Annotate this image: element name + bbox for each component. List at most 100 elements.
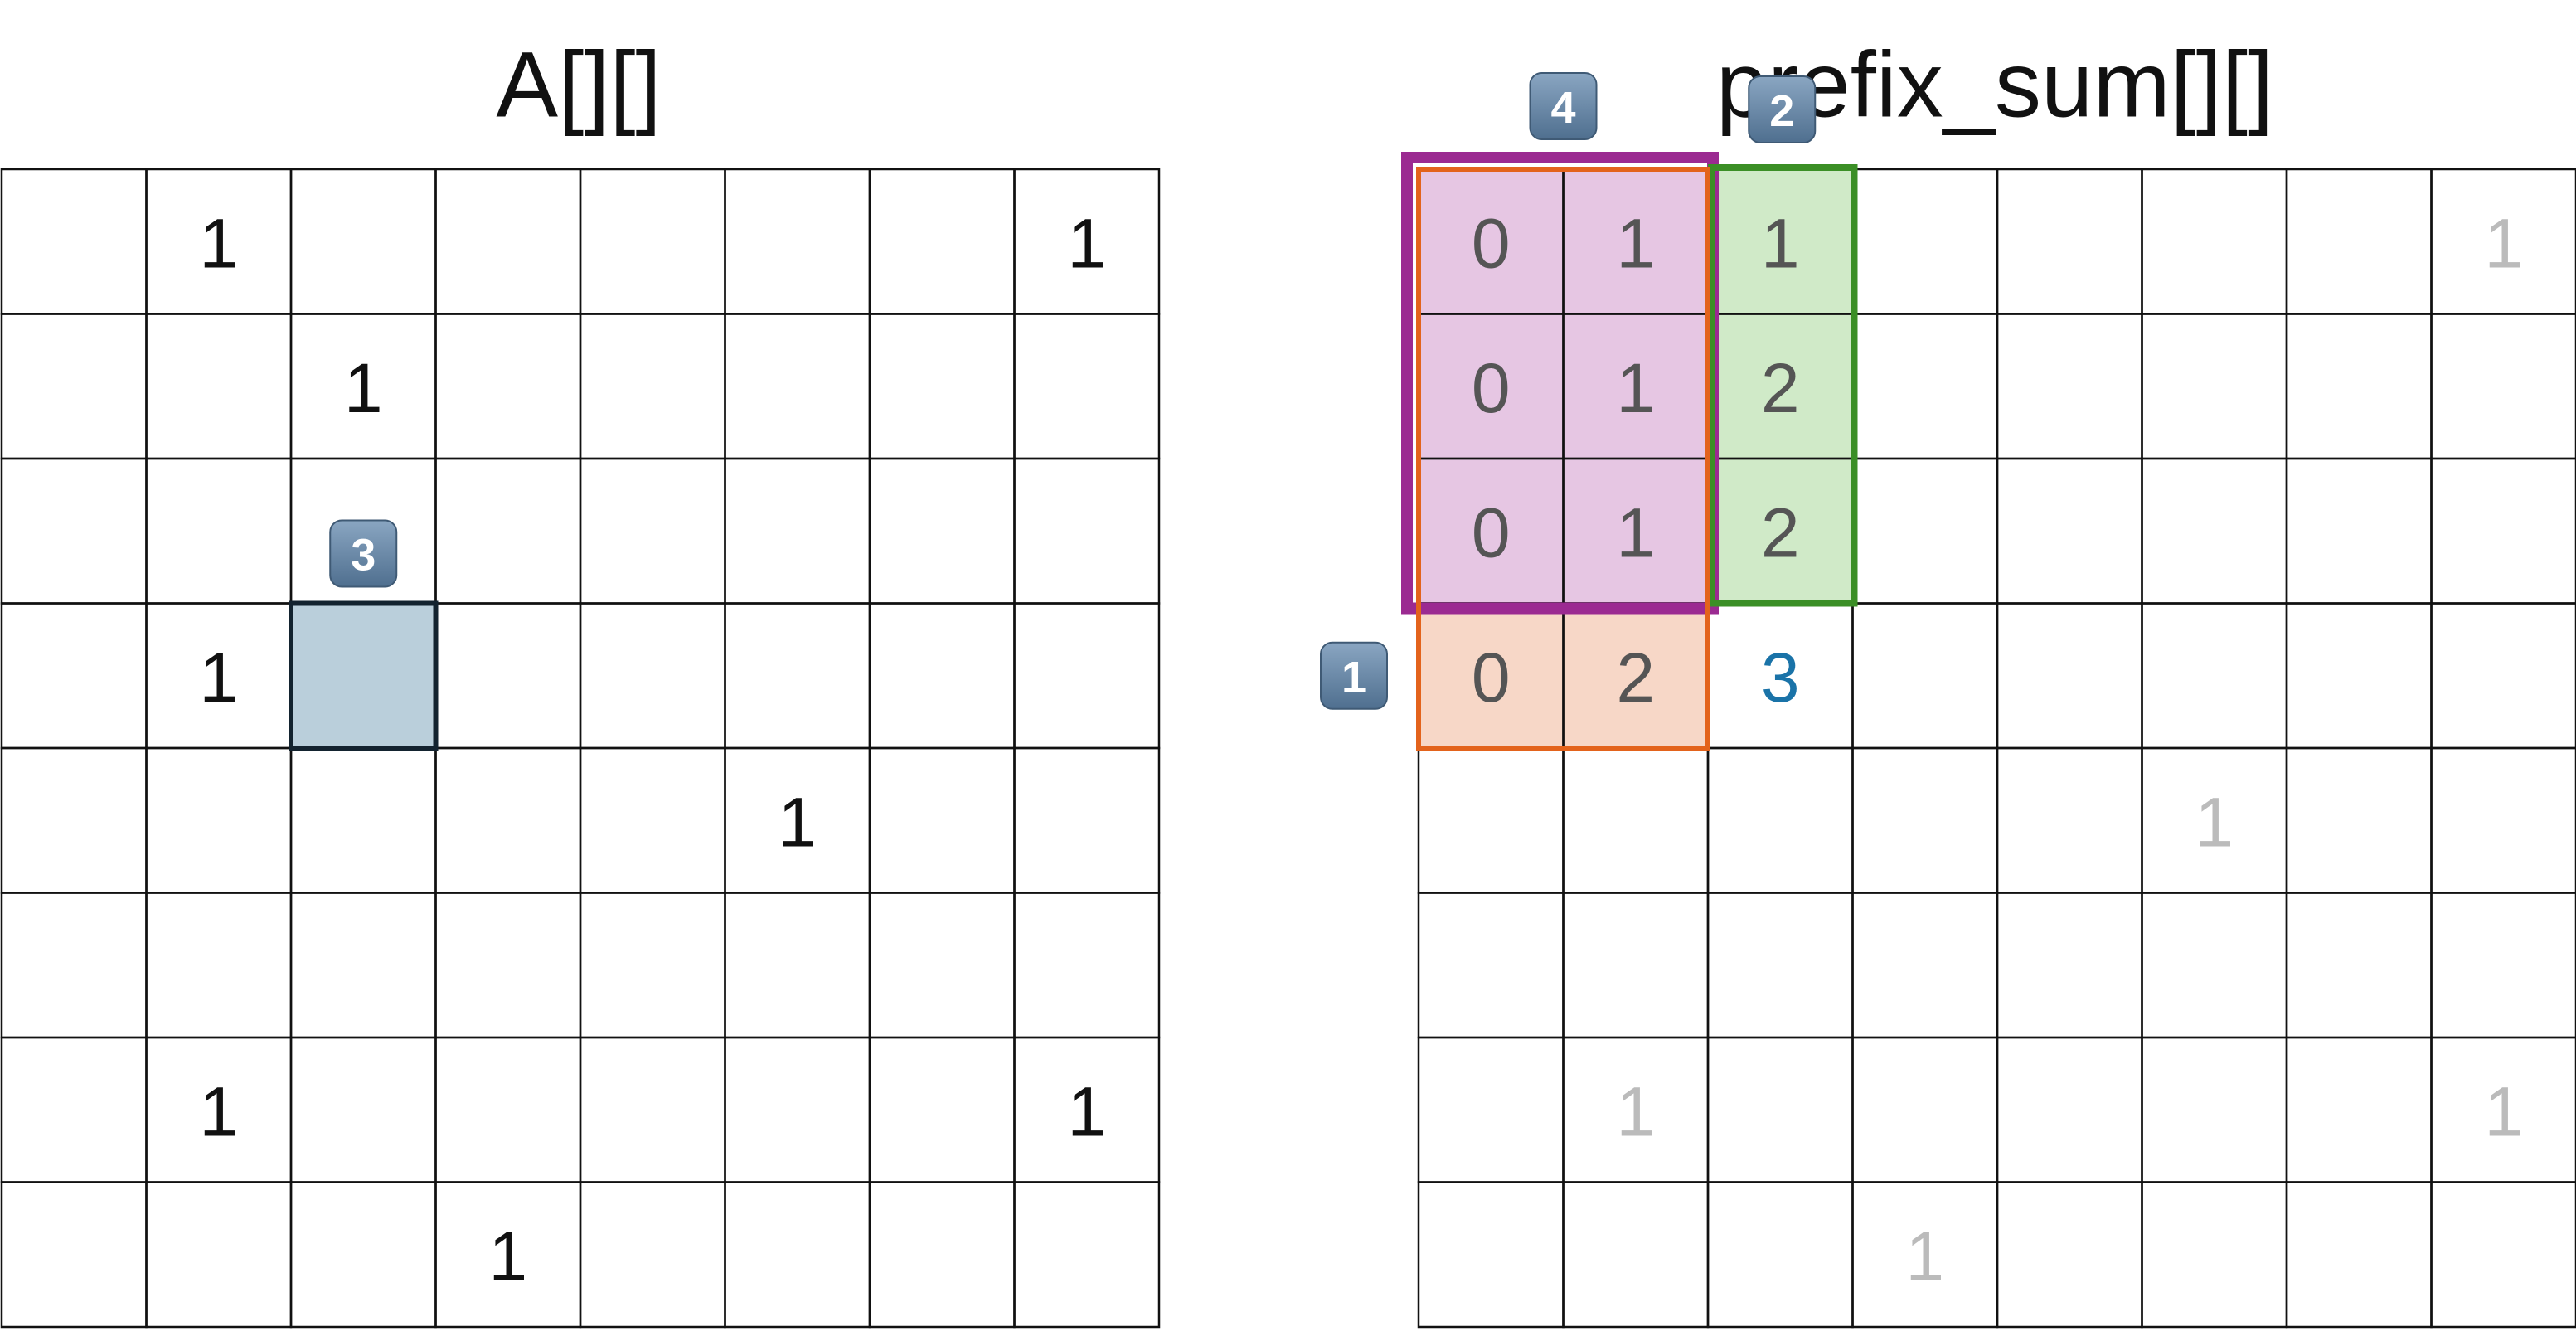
right-cell	[2141, 457, 2288, 605]
right-cell-value: 0	[1472, 349, 1511, 427]
left-cell	[1013, 457, 1161, 605]
left-cell	[434, 313, 582, 460]
step-badge-icon: 3	[329, 519, 398, 588]
right-cell	[2141, 313, 2288, 460]
left-cell	[289, 1036, 437, 1183]
left-cell	[579, 457, 726, 605]
green-region-outline	[1708, 164, 1858, 607]
left-cell	[289, 168, 437, 315]
left-highlight-cell-outline	[289, 600, 439, 751]
left-cell	[145, 457, 293, 605]
right-cell	[2141, 1036, 2288, 1183]
step-badge-label: 4	[1550, 83, 1575, 133]
right-cell	[1851, 746, 1999, 894]
right-cell	[2285, 1181, 2433, 1329]
step-badge-icon: 2	[1748, 75, 1817, 143]
left-cell	[0, 457, 148, 605]
left-cell	[145, 746, 293, 894]
left-grid-title: A[][]	[496, 33, 661, 137]
left-cell	[0, 1036, 148, 1183]
right-cell	[1996, 1036, 2143, 1183]
left-cell	[868, 457, 1016, 605]
left-cell	[579, 313, 726, 460]
left-cell-value: 1	[1067, 204, 1106, 282]
right-cell	[1996, 746, 2143, 894]
right-cell	[1706, 892, 1854, 1039]
left-cell	[0, 1181, 148, 1329]
right-cell-value: 1	[1616, 204, 1655, 282]
left-cell-value: 1	[199, 639, 238, 717]
step-badge-label: 1	[1341, 653, 1366, 702]
right-cell	[1562, 1181, 1710, 1329]
left-cell	[724, 1036, 871, 1183]
left-cell-value: 1	[199, 1072, 238, 1150]
right-cell	[2141, 168, 2288, 315]
right-cell	[1851, 313, 1999, 460]
right-cell-value: 1	[1905, 1217, 1944, 1295]
right-cell	[2430, 1181, 2576, 1329]
left-cell	[868, 602, 1016, 750]
right-cell	[2141, 602, 2288, 750]
left-cell	[868, 1181, 1016, 1329]
right-cell	[1851, 602, 1999, 750]
left-cell	[579, 168, 726, 315]
right-cell	[1851, 457, 1999, 605]
right-cell	[1996, 602, 2143, 750]
right-cell-value: 1	[1616, 349, 1655, 427]
left-cell	[868, 1036, 1016, 1183]
right-cell-value: 0	[1472, 204, 1511, 282]
right-cell	[2285, 313, 2433, 460]
right-cell	[1996, 313, 2143, 460]
left-cell	[868, 313, 1016, 460]
left-cell-value: 1	[778, 783, 817, 861]
right-cell	[2285, 457, 2433, 605]
right-cell	[1562, 892, 1710, 1039]
left-cell	[724, 602, 871, 750]
right-cell	[2430, 602, 2576, 750]
right-cell-value: 2	[1761, 349, 1800, 427]
right-cell	[2430, 457, 2576, 605]
left-highlight-cell-fill	[291, 603, 436, 748]
right-cell-value: 3	[1761, 639, 1800, 717]
left-cell	[0, 602, 148, 750]
right-cell	[2141, 892, 2288, 1039]
right-cell-value: 2	[1616, 639, 1655, 717]
left-cell	[868, 746, 1016, 894]
left-cell	[1013, 892, 1161, 1039]
right-cell	[1996, 1181, 2143, 1329]
right-cell	[2285, 892, 2433, 1039]
step-badge-label: 2	[1769, 86, 1794, 136]
left-cell-value: 1	[344, 349, 383, 427]
right-cell	[1706, 1181, 1854, 1329]
left-cell	[434, 892, 582, 1039]
right-cell-value: 0	[1472, 493, 1511, 571]
left-cell	[1013, 1181, 1161, 1329]
right-cell	[1851, 1036, 1999, 1183]
left-cell	[0, 746, 148, 894]
step-badge-icon: 4	[1529, 72, 1598, 140]
right-cell	[2430, 892, 2576, 1039]
step-badge-icon: 1	[1320, 641, 1388, 710]
right-cell	[1417, 746, 1565, 894]
right-cell	[1996, 457, 2143, 605]
left-cell	[289, 746, 437, 894]
left-cell	[434, 746, 582, 894]
right-cell	[1996, 168, 2143, 315]
left-cell	[579, 746, 726, 894]
left-cell	[724, 168, 871, 315]
right-cell	[2430, 313, 2576, 460]
right-cell	[1851, 168, 1999, 315]
step-badge-label: 3	[351, 531, 376, 581]
left-cell	[434, 457, 582, 605]
left-cell	[868, 892, 1016, 1039]
left-cell-value: 1	[199, 204, 238, 282]
left-cell	[579, 1181, 726, 1329]
left-cell-value: 1	[488, 1217, 527, 1295]
left-cell	[0, 168, 148, 315]
left-cell	[579, 1036, 726, 1183]
right-cell	[2285, 602, 2433, 750]
right-cell-value: 1	[1616, 1072, 1655, 1150]
right-cell	[1706, 1036, 1854, 1183]
left-cell	[145, 313, 293, 460]
